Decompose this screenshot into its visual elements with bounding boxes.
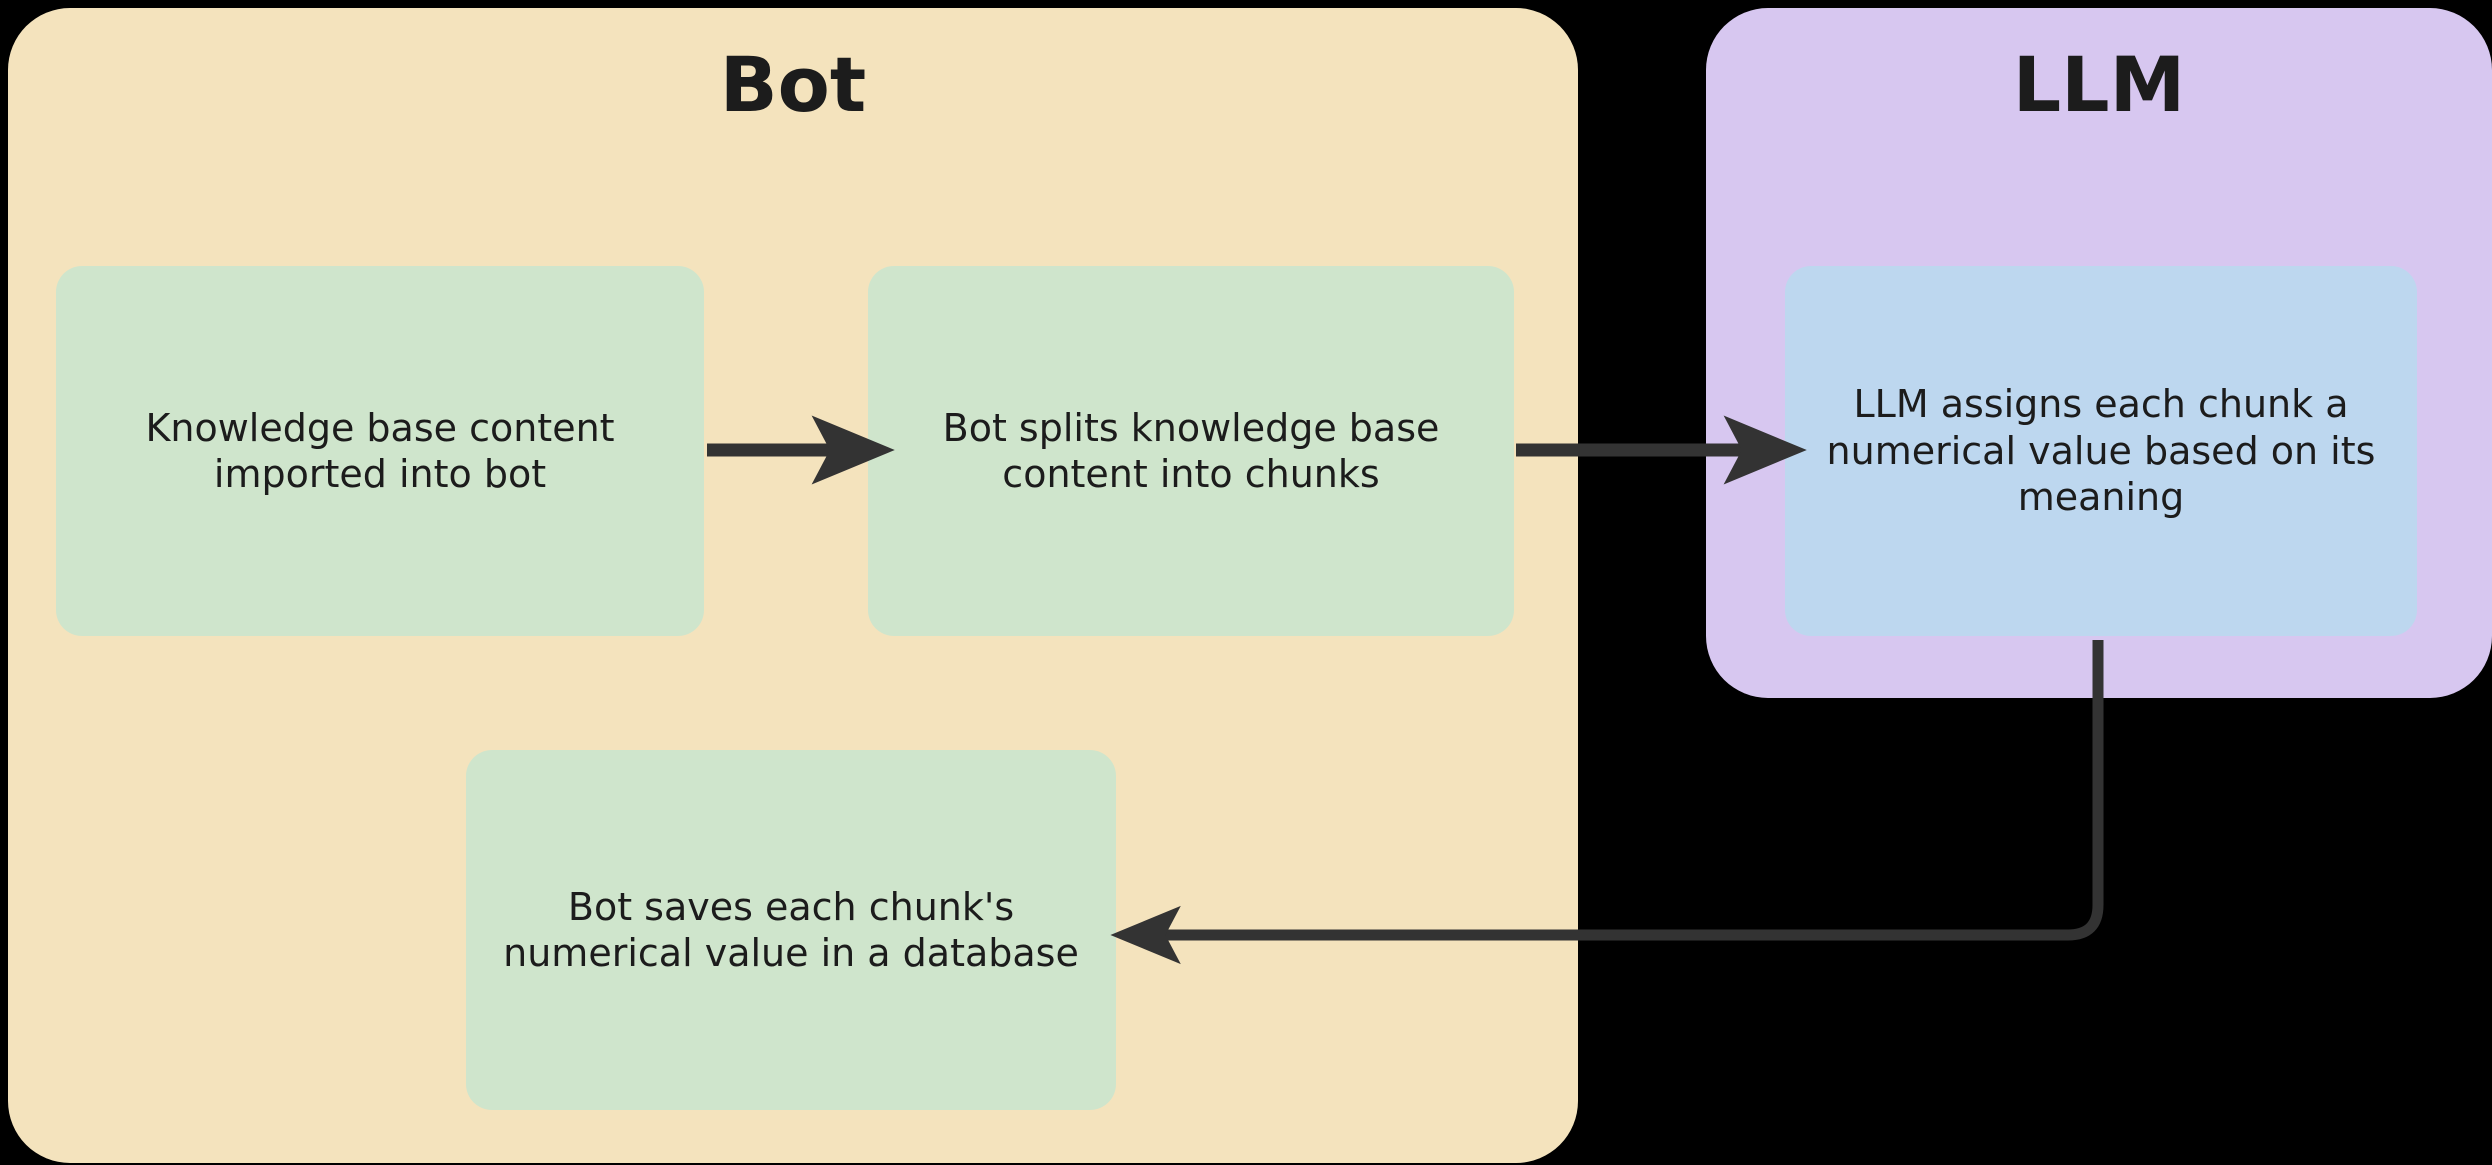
node-kb-import-label: Knowledge base content imported into bot bbox=[145, 405, 615, 496]
node-llm-assign-label: LLM assigns each chunk a numerical value… bbox=[1826, 382, 2376, 520]
container-llm-title: LLM bbox=[2012, 40, 2186, 129]
container-bot-title: Bot bbox=[719, 40, 867, 129]
node-split-chunks-label: Bot splits knowledge base content into c… bbox=[942, 405, 1440, 496]
node-split-chunks[interactable]: Bot splits knowledge base content into c… bbox=[868, 266, 1514, 636]
node-save-db-label: Bot saves each chunk's numerical value i… bbox=[503, 884, 1079, 975]
node-save-db[interactable]: Bot saves each chunk's numerical value i… bbox=[466, 750, 1116, 1110]
node-llm-assign[interactable]: LLM assigns each chunk a numerical value… bbox=[1785, 266, 2417, 636]
node-kb-import[interactable]: Knowledge base content imported into bot bbox=[56, 266, 704, 636]
